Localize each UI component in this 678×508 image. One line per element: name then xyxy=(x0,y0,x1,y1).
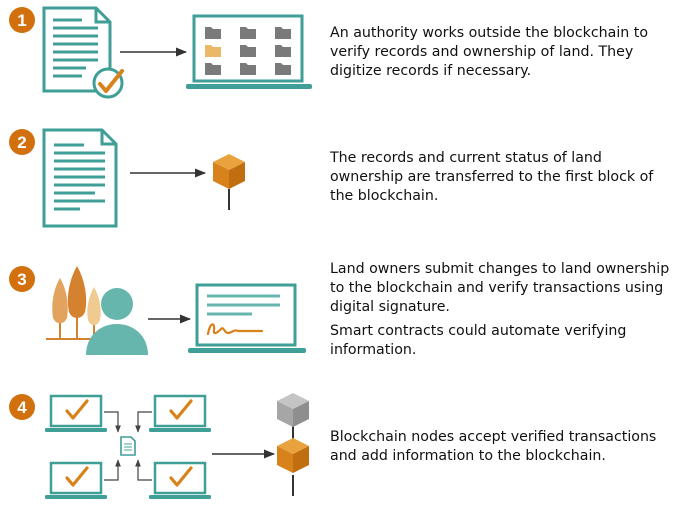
step-1-badge: 1 xyxy=(9,7,35,33)
step-3-description: Land owners submit changes to land owner… xyxy=(330,260,675,360)
checkmark-badge-icon xyxy=(92,67,124,99)
step-4-description: Blockchain nodes accept verified transac… xyxy=(330,428,675,466)
laptop-check-icon xyxy=(149,461,211,499)
document-icon xyxy=(42,128,118,228)
step-2-description: The records and current status of land o… xyxy=(330,149,675,206)
document-icon xyxy=(42,6,112,93)
transaction-document-icon xyxy=(120,436,136,456)
laptop-check-icon xyxy=(45,461,107,499)
step-2-text: The records and current status of land o… xyxy=(330,150,654,204)
blockchain-cubes-icon xyxy=(277,393,309,496)
block-cube-icon xyxy=(213,154,245,210)
step-3-number: 3 xyxy=(17,270,26,289)
step-1-description: An authority works outside the blockchai… xyxy=(330,24,675,81)
laptop-check-icon xyxy=(45,394,107,432)
signature-icon xyxy=(206,323,264,336)
laptop-signature-icon xyxy=(188,283,306,353)
step-4-number: 4 xyxy=(17,398,27,417)
laptop-check-icon xyxy=(149,394,211,432)
step-4-text: Blockchain nodes accept verified transac… xyxy=(330,429,657,464)
step-1-text: An authority works outside the blockchai… xyxy=(330,25,649,79)
step-3-text-secondary: Smart contracts could automate verifying… xyxy=(330,323,627,358)
step-2-badge: 2 xyxy=(9,129,35,155)
step-1-number: 1 xyxy=(17,11,26,30)
step-2-number: 2 xyxy=(17,133,26,152)
laptop-folders-icon xyxy=(186,14,312,89)
trees-icon xyxy=(46,266,108,340)
person-icon xyxy=(86,288,148,355)
step-3-text: Land owners submit changes to land owner… xyxy=(330,261,670,315)
step-3-badge: 3 xyxy=(9,266,35,292)
folder-grid xyxy=(205,27,291,75)
node-connectors xyxy=(104,411,152,481)
step-4-badge: 4 xyxy=(9,394,35,420)
